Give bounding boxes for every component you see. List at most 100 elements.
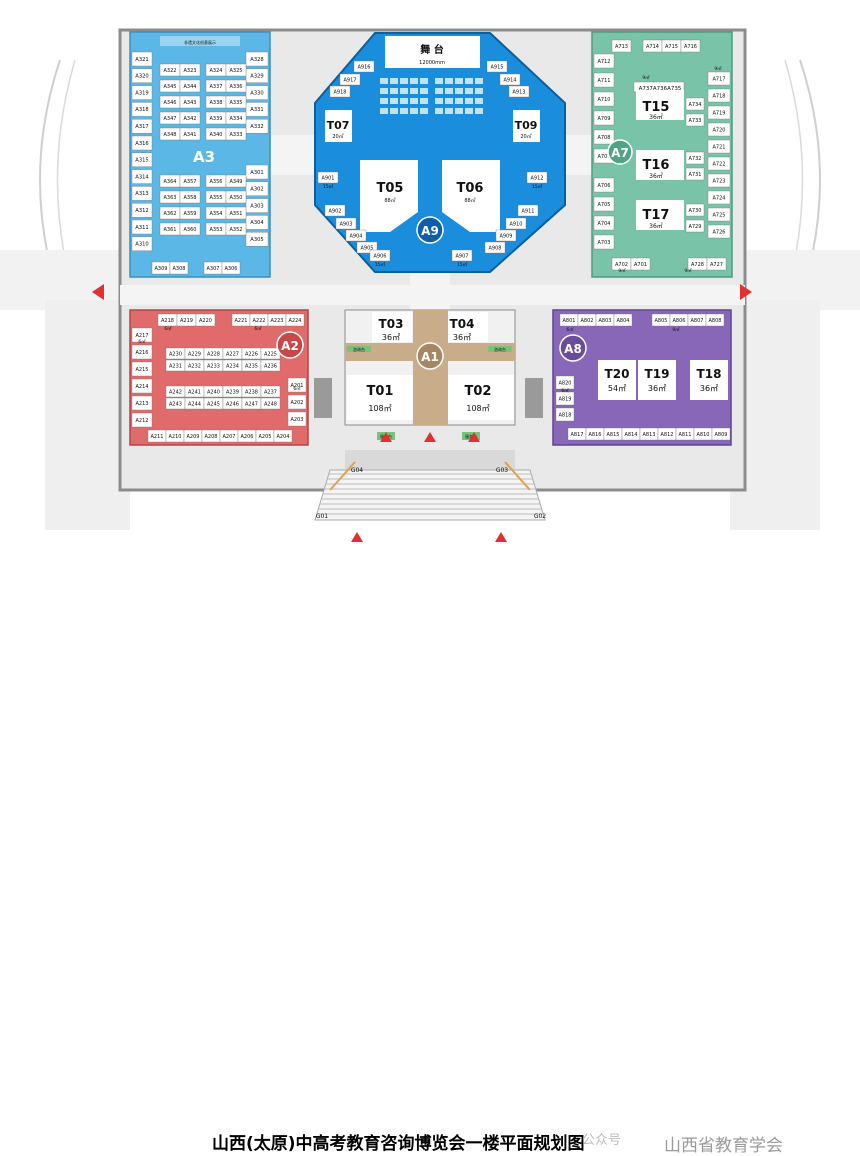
booth-a8: A810 xyxy=(697,432,710,438)
booth-cell xyxy=(245,51,269,67)
booth-a3: A328 xyxy=(250,57,263,63)
booth-cell xyxy=(225,95,247,109)
booth-a2: A212 xyxy=(136,418,149,424)
booth-a7: A714 xyxy=(646,44,659,50)
booth-a3: A331 xyxy=(250,107,263,113)
booth-a3: A352 xyxy=(230,227,243,233)
booth-a2: A238 xyxy=(245,389,258,395)
booth-cell xyxy=(707,139,731,154)
booth-cell xyxy=(131,236,153,252)
booth-a3: A350 xyxy=(230,195,243,201)
booth-cell xyxy=(131,327,153,343)
t01-code: T01 xyxy=(367,384,394,399)
booth-cell xyxy=(225,206,247,220)
booth-a2: A205 xyxy=(259,434,272,440)
booth-cell xyxy=(179,190,201,204)
booth-a2: A209 xyxy=(187,434,200,440)
booth-a3: A343 xyxy=(184,100,197,106)
booth-a2: A203 xyxy=(291,417,304,423)
seat xyxy=(435,98,443,104)
t04-code: T04 xyxy=(450,317,475,331)
booth-a3: A302 xyxy=(250,187,263,193)
booth-cell xyxy=(495,229,517,242)
booth-a8: A809 xyxy=(715,432,728,438)
booth-a2: A202 xyxy=(291,400,304,406)
t05-code: T05 xyxy=(377,181,404,196)
booth-cell xyxy=(179,222,201,236)
booth-cell xyxy=(593,196,615,212)
t02-code: T02 xyxy=(465,384,492,399)
booth-cell xyxy=(131,135,153,151)
t03-area: 36㎡ xyxy=(382,333,400,342)
booth-a7: A709 xyxy=(598,116,611,122)
booth-a7: A726 xyxy=(713,229,726,235)
booth-area: 15㎡ xyxy=(532,183,543,190)
booth-a2: A227 xyxy=(226,351,239,357)
booth-cell xyxy=(486,60,508,73)
seat xyxy=(420,108,428,114)
t19-area: 36㎡ xyxy=(648,384,666,393)
booth-a2: A220 xyxy=(199,318,212,324)
booth-cell xyxy=(131,169,153,184)
booth-a9: A918 xyxy=(334,89,347,95)
seat xyxy=(400,98,408,104)
booth-cell xyxy=(287,411,307,427)
booth-cell xyxy=(245,215,269,230)
booth-a9: A913 xyxy=(513,89,526,95)
booth-a3: A341 xyxy=(184,132,197,138)
seat xyxy=(410,108,418,114)
booth-a3: A317 xyxy=(135,124,148,130)
seat xyxy=(465,108,473,114)
booth-a7: A701 xyxy=(634,262,647,268)
zone-a1: T03 36㎡ T04 36㎡ T01 108㎡ T02 108㎡ A1 咨询台… xyxy=(344,309,516,426)
seat xyxy=(455,78,463,84)
booth-cell xyxy=(179,206,201,220)
booth-cell xyxy=(707,156,731,171)
booth-cell xyxy=(707,105,731,120)
booth-a7: A716 xyxy=(684,44,697,50)
booth-cell xyxy=(508,85,530,98)
seat xyxy=(410,78,418,84)
booth-a3: A308 xyxy=(173,266,186,272)
seat xyxy=(445,88,453,94)
seat xyxy=(435,88,443,94)
booth-a7: A708 xyxy=(598,135,611,141)
booth-a7: A711 xyxy=(598,78,611,84)
seat xyxy=(410,98,418,104)
booth-a3: A364 xyxy=(164,179,177,185)
booth-a9: A917 xyxy=(344,77,357,83)
booth-a9: A901 xyxy=(322,175,335,181)
booth-a2: A230 xyxy=(169,351,182,357)
booth-cell xyxy=(339,73,361,86)
seat xyxy=(475,108,483,114)
t16-code: T16 xyxy=(643,158,670,173)
booth-cell xyxy=(517,204,539,217)
booth-a3: A314 xyxy=(135,174,149,180)
entry-arrows xyxy=(92,284,752,542)
booth-a7: A728 xyxy=(691,262,704,268)
booth-a3: A336 xyxy=(230,84,243,90)
booth-a2: A241 xyxy=(188,389,201,395)
t15-code: T15 xyxy=(643,100,670,115)
booth-cell xyxy=(179,63,201,77)
booth-cell xyxy=(705,313,725,327)
booth-area: 15㎡ xyxy=(375,261,386,268)
zone-a3: 非遗文化创意展示 A321A320A319A318A317A316A315A31… xyxy=(129,31,271,278)
booth-cell xyxy=(273,429,293,443)
booth-a7: A723 xyxy=(713,178,726,184)
seat xyxy=(455,98,463,104)
booth-a8: A814 xyxy=(625,432,638,438)
t06-area: 88㎡ xyxy=(464,197,475,204)
booth-area: 15㎡ xyxy=(323,183,334,190)
booth-a2: A231 xyxy=(169,363,182,369)
booth-cell xyxy=(179,95,201,109)
booth-a7: A719 xyxy=(713,110,726,116)
booth-cell xyxy=(593,215,615,231)
booth-a3: A306 xyxy=(225,266,238,272)
booth-cell xyxy=(593,91,615,107)
a3-zone-label: A3 xyxy=(193,148,215,166)
gate-g02: G02 xyxy=(534,513,546,520)
booth-cell xyxy=(685,219,705,233)
booth-area: 9㎡ xyxy=(618,267,626,274)
